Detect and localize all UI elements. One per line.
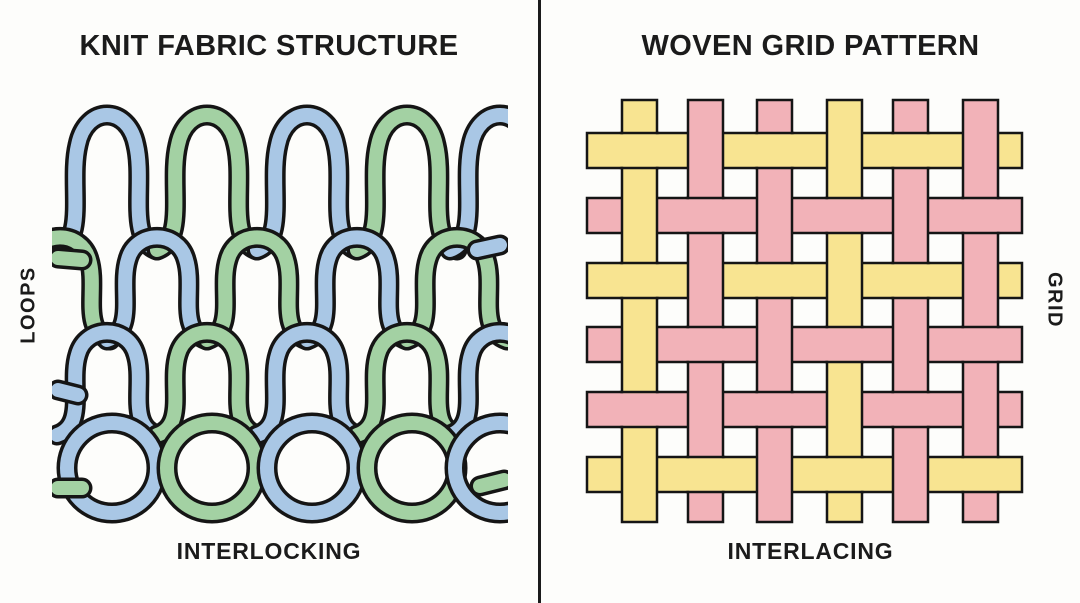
- woven-panel: WOVEN GRID PATTERN GRID INTERLACING: [541, 0, 1080, 603]
- woven-side-label: GRID: [1043, 272, 1066, 328]
- woven-caption: INTERLACING: [727, 538, 894, 564]
- woven-diagram-svg: [585, 98, 1024, 524]
- knit-panel: KNIT FABRIC STRUCTURE LOOPS INTERLOCKING: [0, 0, 538, 603]
- knit-side-label: LOOPS: [17, 266, 40, 344]
- panel-divider: [538, 0, 541, 603]
- woven-title: WOVEN GRID PATTERN: [641, 30, 980, 62]
- knit-title: KNIT FABRIC STRUCTURE: [79, 30, 459, 62]
- knit-caption: INTERLOCKING: [176, 538, 362, 564]
- knit-diagram-svg: [52, 104, 508, 524]
